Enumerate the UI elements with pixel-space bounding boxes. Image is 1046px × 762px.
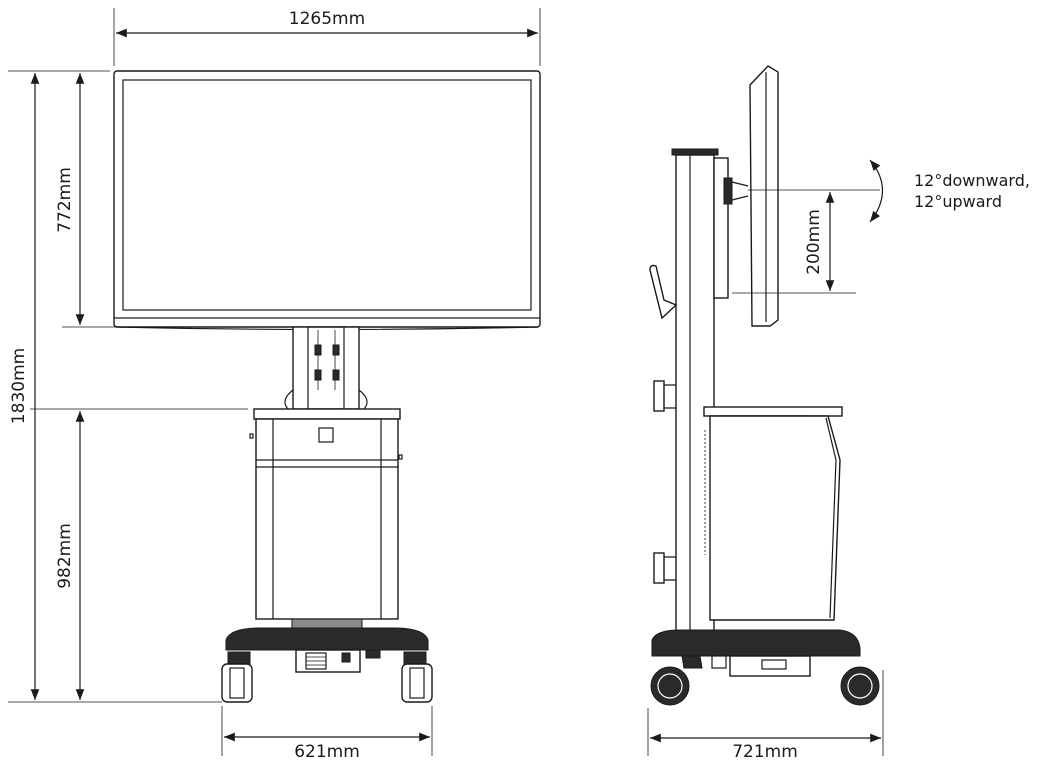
dim-front-width: 1265mm — [113, 8, 541, 66]
dim-label-base-width-side: 721mm — [732, 742, 798, 762]
side-cart — [703, 406, 843, 621]
dim-label-cart-height: 982mm — [55, 523, 75, 589]
dim-base-width-front: 621mm — [221, 706, 433, 762]
side-wheels — [650, 666, 880, 706]
front-cart — [249, 408, 403, 620]
front-view: 1265mm 1830mm 772mm 982mm 621mm — [8, 8, 541, 762]
dim-label-side-height-adjust: 200mm — [804, 209, 824, 275]
front-monitor — [113, 70, 541, 331]
side-column — [671, 148, 719, 634]
dim-base-width-side: 721mm — [647, 670, 884, 762]
front-casters — [221, 651, 433, 703]
side-monitor — [713, 65, 779, 327]
tilt-label-line2: 12°upward — [914, 192, 1002, 211]
dim-label-base-width-front: 621mm — [294, 742, 360, 762]
side-view: 12°downward, 12°upward 200mm 721mm — [647, 65, 1030, 762]
dim-cart-height: 982mm — [30, 408, 248, 700]
side-base — [651, 629, 861, 677]
front-base — [225, 618, 429, 673]
tilt-annotation: 12°downward, 12°upward — [748, 159, 1030, 223]
dim-side-height-adjust: 200mm — [732, 192, 856, 294]
tilt-label-line1: 12°downward, — [914, 171, 1030, 190]
front-column — [284, 326, 368, 410]
dim-label-total-height: 1830mm — [9, 348, 29, 424]
side-handles — [649, 264, 678, 584]
dim-label-front-width: 1265mm — [289, 9, 365, 29]
dim-screen-height: 772mm — [55, 73, 136, 328]
dim-total-height: 1830mm — [8, 70, 222, 703]
dim-label-screen-height: 772mm — [55, 167, 75, 233]
